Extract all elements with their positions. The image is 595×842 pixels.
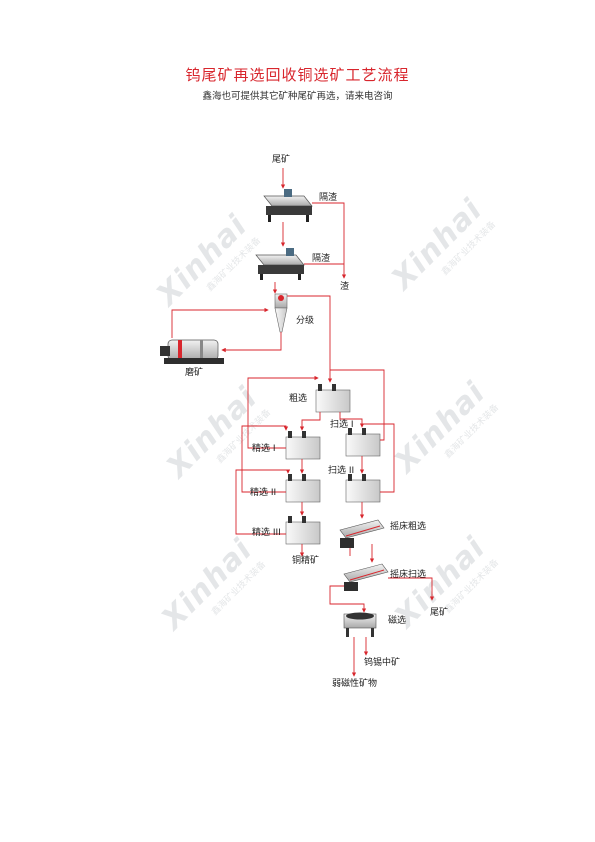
label-table-rougher: 摇床粗选 <box>390 522 427 532</box>
flotation-cell-scavenger-2 <box>345 474 381 503</box>
label-weak-magnetic: 弱磁性矿物 <box>332 679 378 689</box>
vibrating-screen-1 <box>263 189 313 222</box>
vibrating-screen-2 <box>255 248 305 280</box>
page-title: 钨尾矿再选回收铜选矿工艺流程 <box>185 66 410 84</box>
flotation-cell-rougher <box>315 384 351 413</box>
label-classify: 分级 <box>296 316 315 326</box>
label-screen2-reject: 隔渣 <box>312 254 331 264</box>
label-rougher: 粗选 <box>289 394 308 404</box>
label-cleaner-1: 精选 I <box>252 444 276 454</box>
label-tailings: 尾矿 <box>430 608 449 618</box>
label-slag: 渣 <box>340 282 350 292</box>
label-table-scavenger: 摇床扫选 <box>390 570 427 580</box>
label-screen1-reject: 隔渣 <box>319 193 338 203</box>
label-grinding: 磨矿 <box>185 368 204 378</box>
flotation-cell-cleaner-1 <box>285 431 321 460</box>
label-tungsten-middling: 钨锡中矿 <box>364 658 401 668</box>
hydrocyclone <box>274 293 288 333</box>
ball-mill <box>160 339 224 364</box>
flotation-cell-scavenger-1 <box>345 428 381 457</box>
label-magnetic: 磁选 <box>388 616 407 626</box>
magnetic-separator <box>343 612 377 637</box>
label-feed: 尾矿 <box>272 155 291 165</box>
label-cleaner-2: 精选 II <box>250 488 277 498</box>
label-scavenger-2: 扫选 II <box>328 466 355 476</box>
flow-lines <box>171 168 435 677</box>
label-scavenger-1: 扫选 I <box>330 420 354 430</box>
page-subtitle: 鑫海也可提供其它矿种尾矿再选，请来电咨询 <box>202 91 393 102</box>
shaking-table-rougher <box>339 519 385 548</box>
shaking-table-scavenger <box>343 563 389 591</box>
label-cleaner-3: 精选 III <box>252 528 281 538</box>
flotation-cell-cleaner-2 <box>285 474 321 503</box>
label-copper-concentrate: 铜精矿 <box>292 556 320 566</box>
flotation-cell-cleaner-3 <box>285 516 321 545</box>
